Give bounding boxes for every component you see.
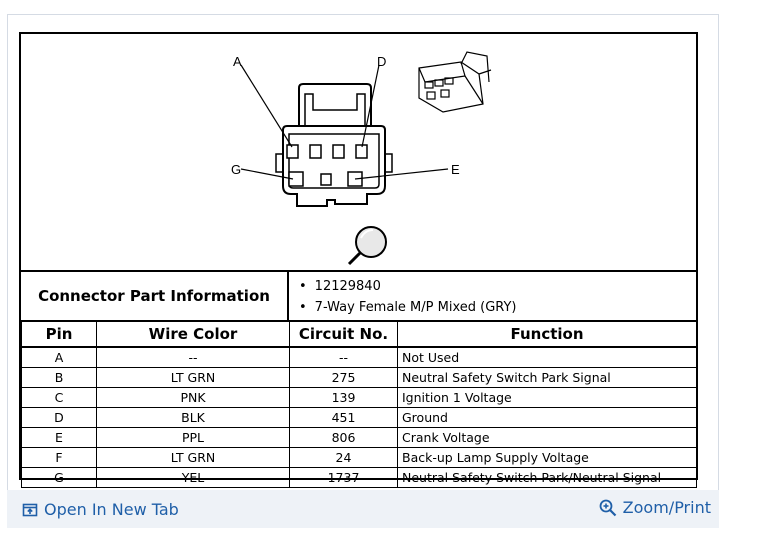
pin-table: Pin Wire Color Circuit No. Function A --… — [21, 320, 697, 488]
table-row: E PPL 806 Crank Voltage — [21, 427, 697, 448]
table-row: F LT GRN 24 Back-up Lamp Supply Voltage — [21, 447, 697, 468]
open-in-new-tab-link[interactable]: Open In New Tab — [22, 500, 179, 519]
zoom-print-label: Zoom/Print — [622, 498, 711, 517]
cell-wire-color: YEL — [96, 467, 290, 488]
pin-cavity-a — [286, 144, 299, 159]
pin-cavity-g — [288, 171, 304, 187]
cell-wire-color: -- — [96, 346, 290, 368]
open-in-new-tab-label: Open In New Tab — [44, 500, 179, 519]
cell-circuit: -- — [289, 346, 398, 368]
cell-wire-color: LT GRN — [96, 367, 290, 388]
table-header-row: Pin Wire Color Circuit No. Function — [21, 320, 697, 348]
cell-function: Neutral Safety Switch Park Signal — [397, 367, 697, 388]
cell-circuit: 451 — [289, 407, 398, 428]
table-row: D BLK 451 Ground — [21, 407, 697, 428]
header-pin: Pin — [21, 320, 97, 348]
cell-function: Ground — [397, 407, 697, 428]
cell-function: Ignition 1 Voltage — [397, 387, 697, 408]
cell-circuit: 1737 — [289, 467, 398, 488]
cell-pin: A — [21, 346, 97, 368]
cell-function: Not Used — [397, 346, 697, 368]
connector-info-list: 12129840 7-Way Female M/P Mixed (GRY) — [299, 276, 517, 318]
header-circuit-no: Circuit No. — [289, 320, 398, 348]
cell-function: Back-up Lamp Supply Voltage — [397, 447, 697, 468]
part-number: 12129840 — [299, 276, 517, 297]
connector-info-row: Connector Part Information 12129840 7-Wa… — [21, 270, 696, 320]
cell-function: Neutral Safety Switch Park/Neutral Signa… — [397, 467, 697, 488]
cell-pin: D — [21, 407, 97, 428]
header-function: Function — [397, 320, 697, 348]
connector-document: A D G E Connector Part Information 12129… — [19, 32, 698, 488]
connector-3d-view — [418, 51, 492, 113]
connector-latch — [298, 83, 372, 126]
cell-circuit: 806 — [289, 427, 398, 448]
pin-label-g: G — [231, 162, 241, 177]
connector-info-label: Connector Part Information — [21, 272, 289, 320]
cell-wire-color: PNK — [96, 387, 290, 408]
cell-function: Crank Voltage — [397, 427, 697, 448]
leader-line-g — [240, 168, 294, 180]
connector-body — [282, 125, 386, 207]
connector-diagram: A D G E — [231, 51, 492, 266]
cell-pin: C — [21, 387, 97, 408]
pin-label-a: A — [233, 54, 242, 69]
cell-circuit: 275 — [289, 367, 398, 388]
magnifier-icon — [347, 226, 387, 266]
table-row: G YEL 1737 Neutral Safety Switch Park/Ne… — [21, 467, 697, 488]
pin-label-d: D — [377, 54, 386, 69]
cell-circuit: 24 — [289, 447, 398, 468]
leader-line-a — [240, 64, 293, 148]
header-wire-color: Wire Color — [96, 320, 290, 348]
table-row: A -- -- Not Used — [21, 346, 697, 368]
pin-cavity-d — [355, 144, 368, 159]
open-new-tab-icon — [22, 502, 38, 518]
table-row: B LT GRN 275 Neutral Safety Switch Park … — [21, 367, 697, 388]
cell-wire-color: LT GRN — [96, 447, 290, 468]
zoom-print-link[interactable]: Zoom/Print — [599, 498, 711, 517]
cell-pin: E — [21, 427, 97, 448]
cell-wire-color: PPL — [96, 427, 290, 448]
table-row: C PNK 139 Ignition 1 Voltage — [21, 387, 697, 408]
cell-pin: F — [21, 447, 97, 468]
leader-line-e — [354, 168, 449, 180]
pin-cavity-b — [309, 144, 322, 159]
pin-cavity-f — [320, 173, 332, 186]
cell-wire-color: BLK — [96, 407, 290, 428]
zoom-in-icon — [599, 499, 617, 517]
cell-pin: G — [21, 467, 97, 488]
pin-cavity-c — [332, 144, 345, 159]
cell-circuit: 139 — [289, 387, 398, 408]
cell-pin: B — [21, 367, 97, 388]
pin-label-e: E — [451, 162, 460, 177]
leader-line-d — [361, 64, 380, 148]
connector-description: 7-Way Female M/P Mixed (GRY) — [299, 297, 517, 318]
